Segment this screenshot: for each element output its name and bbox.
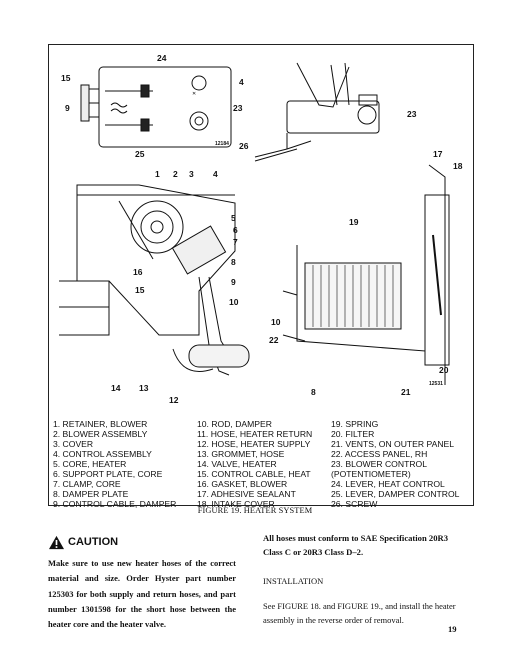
svg-text:15: 15 bbox=[61, 73, 71, 83]
svg-text:1: 1 bbox=[155, 169, 160, 179]
legend-item: 17. ADHESIVE SEALANT bbox=[197, 489, 296, 499]
legend-item: 19. SPRING bbox=[331, 419, 379, 429]
legend-item: 9. CONTROL CABLE, DAMPER bbox=[53, 499, 177, 509]
svg-text:4: 4 bbox=[213, 169, 218, 179]
svg-text:4: 4 bbox=[239, 77, 244, 87]
legend-item: 5. CORE, HEATER bbox=[53, 459, 127, 469]
svg-text:22: 22 bbox=[269, 335, 279, 345]
hose-spec-note: All hoses must conform to SAE Specificat… bbox=[263, 533, 449, 557]
legend-item: (POTENTIOMETER) bbox=[331, 469, 411, 479]
legend-item: 18. INTAKE COVER bbox=[197, 499, 275, 509]
svg-text:23: 23 bbox=[233, 103, 243, 113]
caution-text: Make sure to use new heater hoses of the… bbox=[48, 558, 236, 630]
caution-block: CAUTION Make sure to use new heater hose… bbox=[48, 534, 236, 632]
figure-frame: ✕ bbox=[48, 44, 475, 509]
svg-text:14: 14 bbox=[111, 383, 121, 393]
heater-system-illustration: ✕ bbox=[49, 45, 475, 405]
svg-text:19: 19 bbox=[349, 217, 359, 227]
svg-text:18: 18 bbox=[453, 161, 463, 171]
legend-item: 11. HOSE, HEATER RETURN bbox=[197, 429, 313, 439]
installation-heading: INSTALLATION bbox=[263, 576, 324, 586]
svg-text:25: 25 bbox=[135, 149, 145, 159]
legend-item: 13. GROMMET, HOSE bbox=[197, 449, 285, 459]
figure-caption: FIGURE 19. HEATER SYSTEM bbox=[197, 506, 313, 515]
installation-column: All hoses must conform to SAE Specificat… bbox=[263, 532, 463, 627]
svg-text:10: 10 bbox=[271, 317, 281, 327]
svg-text:15: 15 bbox=[135, 285, 145, 295]
svg-text:6: 6 bbox=[233, 225, 238, 235]
svg-text:8: 8 bbox=[311, 387, 316, 397]
legend-item: 1. RETAINER, BLOWER bbox=[53, 419, 148, 429]
legend-item: 6. SUPPORT PLATE, CORE bbox=[53, 469, 163, 479]
svg-text:✕: ✕ bbox=[192, 91, 196, 97]
warning-triangle-icon bbox=[49, 535, 64, 549]
svg-text:9: 9 bbox=[231, 277, 236, 287]
legend-item: 3. COVER bbox=[53, 439, 94, 449]
svg-text:5: 5 bbox=[231, 213, 236, 223]
ref-number-2: 12531 bbox=[429, 381, 443, 387]
control-panel-drawing bbox=[98, 66, 232, 148]
svg-text:8: 8 bbox=[231, 257, 236, 267]
page-number: 19 bbox=[448, 624, 457, 634]
svg-text:9: 9 bbox=[65, 103, 70, 113]
illustration-svg: ✕ bbox=[59, 53, 463, 405]
svg-text:3: 3 bbox=[189, 169, 194, 179]
caution-title: CAUTION bbox=[68, 536, 119, 548]
svg-text:10: 10 bbox=[229, 297, 239, 307]
legend-item: 4. CONTROL ASSEMBLY bbox=[53, 449, 152, 459]
legend-item: 15. CONTROL CABLE, HEAT bbox=[197, 469, 311, 479]
svg-text:17: 17 bbox=[433, 149, 443, 159]
installation-text: See FIGURE 18. and FIGURE 19., and insta… bbox=[263, 601, 456, 625]
legend-item: 24. LEVER, HEAT CONTROL bbox=[331, 479, 445, 489]
svg-text:12: 12 bbox=[169, 395, 179, 405]
legend-item: 14. VALVE, HEATER bbox=[197, 459, 277, 469]
legend-item: 2. BLOWER ASSEMBLY bbox=[53, 429, 148, 439]
svg-text:16: 16 bbox=[133, 267, 143, 277]
legend-item: 12. HOSE, HEATER SUPPLY bbox=[197, 439, 311, 449]
svg-text:26: 26 bbox=[239, 141, 249, 151]
svg-text:7: 7 bbox=[233, 237, 238, 247]
legend-item: 25. LEVER, DAMPER CONTROL bbox=[331, 489, 460, 499]
ref-number-1: 12184 bbox=[215, 141, 229, 147]
svg-text:21: 21 bbox=[401, 387, 411, 397]
svg-text:20: 20 bbox=[439, 365, 449, 375]
legend-item: 22. ACCESS PANEL, RH bbox=[331, 449, 428, 459]
svg-text:24: 24 bbox=[157, 53, 167, 63]
legend-item: 10. ROD, DAMPER bbox=[197, 419, 272, 429]
legend-item: 26. SCREW bbox=[331, 499, 378, 509]
svg-text:13: 13 bbox=[139, 383, 149, 393]
legend-item: 7. CLAMP, CORE bbox=[53, 479, 121, 489]
legend-item: 8. DAMPER PLATE bbox=[53, 489, 129, 499]
legend-item: 20. FILTER bbox=[331, 429, 375, 439]
legend-item: 21. VENTS, ON OUTER PANEL bbox=[331, 439, 455, 449]
legend-item: 23. BLOWER CONTROL bbox=[331, 459, 427, 469]
svg-text:23: 23 bbox=[407, 109, 417, 119]
legend-item: 16. GASKET, BLOWER bbox=[197, 479, 288, 489]
svg-text:2: 2 bbox=[173, 169, 178, 179]
